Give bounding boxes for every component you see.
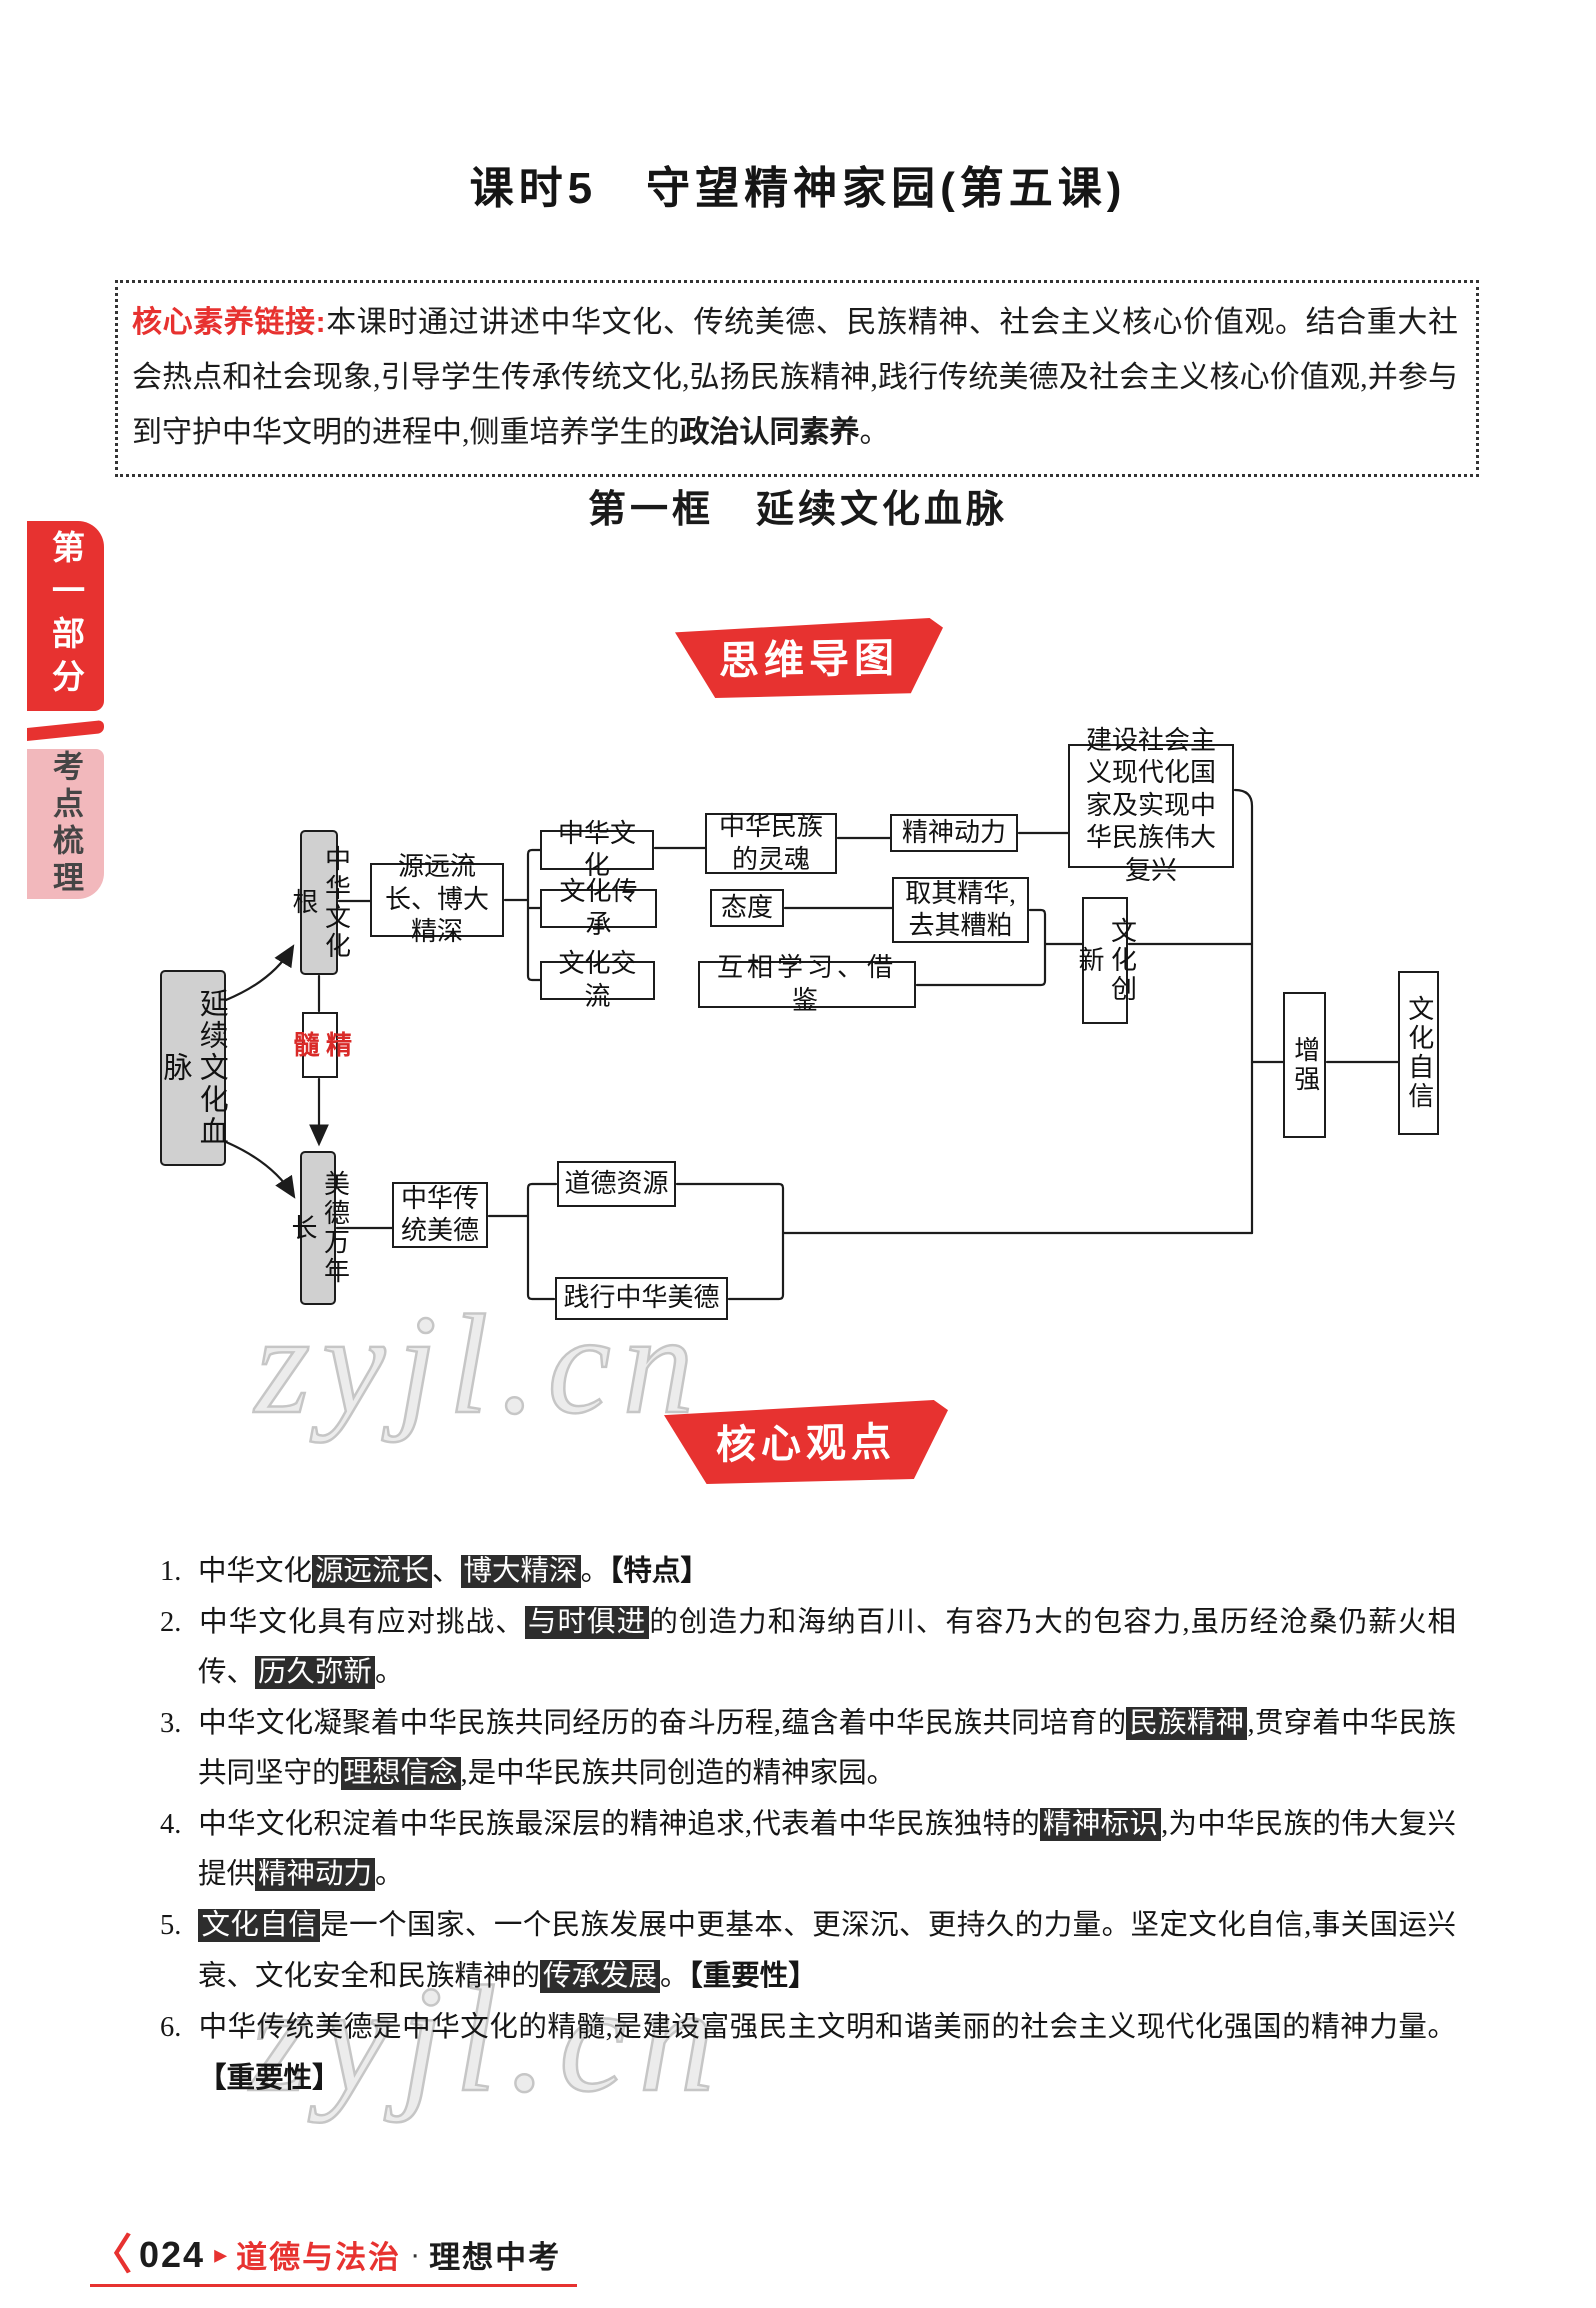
- page-number: 024: [139, 2233, 206, 2275]
- footer-angle-icon: 〈: [90, 2230, 133, 2278]
- section-heading: 第一框 延续文化血脉: [587, 489, 1008, 531]
- node-trait: 源远流长、博大精深: [370, 852, 504, 946]
- footer-separator: ·: [410, 2237, 421, 2271]
- footer: 〈 024 ▸ 道德与法治 · 理想中考: [90, 2230, 578, 2287]
- footer-series: 理想中考: [429, 2240, 562, 2275]
- core-point-item-1: 1. 中华文化源远流长、博大精深。【特点】: [160, 1546, 1456, 1598]
- item-text: 文化自信是一个国家、一个民族发展中更基本、更深沉、更持久的力量。坚定文化自信,事…: [198, 1908, 1456, 1993]
- node-root: 延续文化血脉: [159, 970, 227, 1166]
- node-culture-inheritance: 文化传承: [540, 877, 657, 939]
- item-text: 中华文化凝聚着中华民族共同经历的奋斗历程,蕴含着中华民族共同培育的民族精神,贯穿…: [198, 1706, 1456, 1790]
- core-point-item-6: 6. 中华传统美德是中华文化的精髓,是建设富强民主文明和谐美丽的社会主义现代化强国…: [160, 2003, 1456, 2105]
- node-practice-virtue: 践行中华美德: [555, 1277, 728, 1320]
- competency-text: 本课时通过讲述中华文化、传统美德、民族精神、社会主义核心价值观。结合重大社会热点…: [132, 306, 1458, 449]
- item-number: 3.: [160, 1707, 182, 1739]
- node-chinese-culture: 中华文化: [540, 819, 654, 880]
- sidebar-stripe: [27, 719, 104, 742]
- competency-box: 核心素养链接:本课时通过讲述中华文化、传统美德、民族精神、社会主义核心价值观。结…: [115, 280, 1479, 477]
- sidebar-part-label: 第一部分: [27, 521, 104, 711]
- node-traditional-virtue: 中华传统美德: [392, 1182, 488, 1248]
- node-moral-resource: 道德资源: [557, 1161, 676, 1207]
- sidebar-tab: 第一部分 考点梳理: [27, 521, 104, 899]
- item-text: 中华文化具有应对挑战、与时俱进的创造力和海纳百川、有容乃大的包容力,虽历经沧桑仍…: [198, 1605, 1456, 1689]
- diagram-connectors: [224, 788, 1400, 1301]
- node-essence: 精髓: [290, 1012, 352, 1078]
- node-nation-soul: 中华民族的灵魂: [705, 812, 837, 874]
- core-point-item-4: 4. 中华文化积淀着中华民族最深层的精神追求,代表着中华民族独特的精神标识,为中华…: [160, 1800, 1456, 1901]
- item-text: 中华传统美德是中华文化的精髓,是建设富强民主文明和谐美丽的社会主义现代化强国的精…: [198, 2011, 1456, 2095]
- item-number: 2.: [160, 1606, 182, 1638]
- node-enhance: 增强: [1283, 992, 1326, 1138]
- item-number: 6.: [160, 2011, 182, 2043]
- node-build-modernization: 建设社会主义现代化国家及实现中华民族伟大复兴: [1068, 726, 1234, 885]
- item-number: 5.: [160, 1909, 182, 1941]
- node-spiritual-power: 精神动力: [890, 814, 1018, 852]
- footer-arrow-icon: ▸: [214, 2239, 228, 2269]
- node-culture-innovation: 文化创新: [1075, 897, 1137, 1024]
- core-points-banner: 核心观点: [664, 1400, 948, 1484]
- core-points-list: 1. 中华文化源远流长、博大精深。【特点】 2. 中华文化具有应对挑战、与时俱进的创…: [160, 1546, 1456, 2105]
- node-culture-confidence: 文化自信: [1398, 971, 1439, 1135]
- node-culture-exchange: 文化交流: [540, 949, 655, 1011]
- mind-map-banner: 思维导图: [675, 618, 943, 698]
- core-point-item-2: 2. 中华文化具有应对挑战、与时俱进的创造力和海纳百川、有容乃大的包容力,虽历经沧…: [160, 1598, 1456, 1699]
- item-number: 1.: [160, 1556, 182, 1587]
- competency-label: 核心素养链接:: [132, 306, 326, 339]
- node-refine: 取其精华,去其糟粕: [892, 877, 1029, 943]
- page-title: 课时5 守望精神家园(第五课): [469, 164, 1127, 213]
- node-mutual-learning: 互相学习、借鉴: [698, 953, 916, 1015]
- sidebar-tab-label: 考点梳理: [27, 749, 104, 899]
- core-point-item-5: 5. 文化自信是一个国家、一个民族发展中更基本、更深沉、更持久的力量。坚定文化自信…: [160, 1901, 1456, 2003]
- item-text: 中华文化积淀着中华民族最深层的精神追求,代表着中华民族独特的精神标识,为中华民族…: [198, 1807, 1456, 1891]
- node-attitude: 态度: [710, 889, 784, 927]
- competency-bold-term: 政治认同素养: [679, 416, 860, 449]
- footer-subject: 道德与法治: [236, 2240, 402, 2275]
- item-number: 4.: [160, 1808, 182, 1840]
- node-culture-root: 中华文化根: [289, 830, 351, 975]
- core-point-item-3: 3. 中华文化凝聚着中华民族共同经历的奋斗历程,蕴含着中华民族共同培育的民族精神,…: [160, 1699, 1456, 1800]
- node-virtue-root: 美德万年长: [288, 1151, 350, 1305]
- item-text: 中华文化源远流长、博大精深。【特点】: [198, 1555, 709, 1588]
